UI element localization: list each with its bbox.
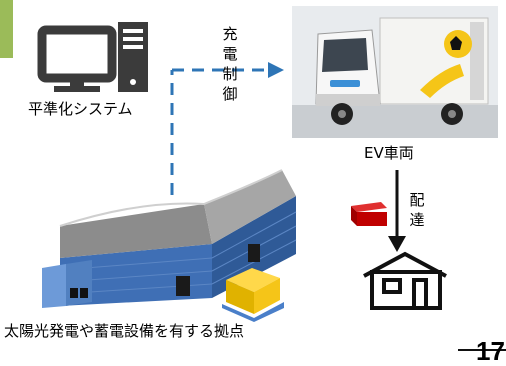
charge-control-char-3: 制: [222, 65, 238, 83]
charge-control-char-1: 充: [222, 25, 238, 43]
charge-control-char-4: 御: [222, 85, 238, 103]
ev-truck-image: [292, 6, 498, 138]
charge-control-char-2: 電: [222, 45, 238, 63]
page-number: 17: [476, 336, 505, 366]
ev-label: EV車両: [364, 144, 414, 162]
charge-control-line: [170, 68, 268, 195]
charge-control-label: 充 電 制 御: [221, 24, 239, 104]
diagram-canvas: [37, 6, 506, 351]
parcel-icon: [351, 202, 387, 226]
warehouse-image: [42, 169, 297, 322]
delivery-char-1: 配: [409, 191, 425, 209]
accent-bar: [0, 0, 13, 58]
base-label: 太陽光発電や蓄電設備を有する拠点: [4, 322, 245, 340]
delivery-char-2: 達: [409, 211, 425, 229]
house-icon: [363, 251, 447, 310]
delivery-arrow: [388, 170, 406, 252]
system-label: 平準化システム: [28, 100, 133, 118]
delivery-label: 配 達: [408, 190, 426, 230]
arrow-head-icon: [268, 62, 284, 78]
computer-icon: [37, 22, 148, 92]
